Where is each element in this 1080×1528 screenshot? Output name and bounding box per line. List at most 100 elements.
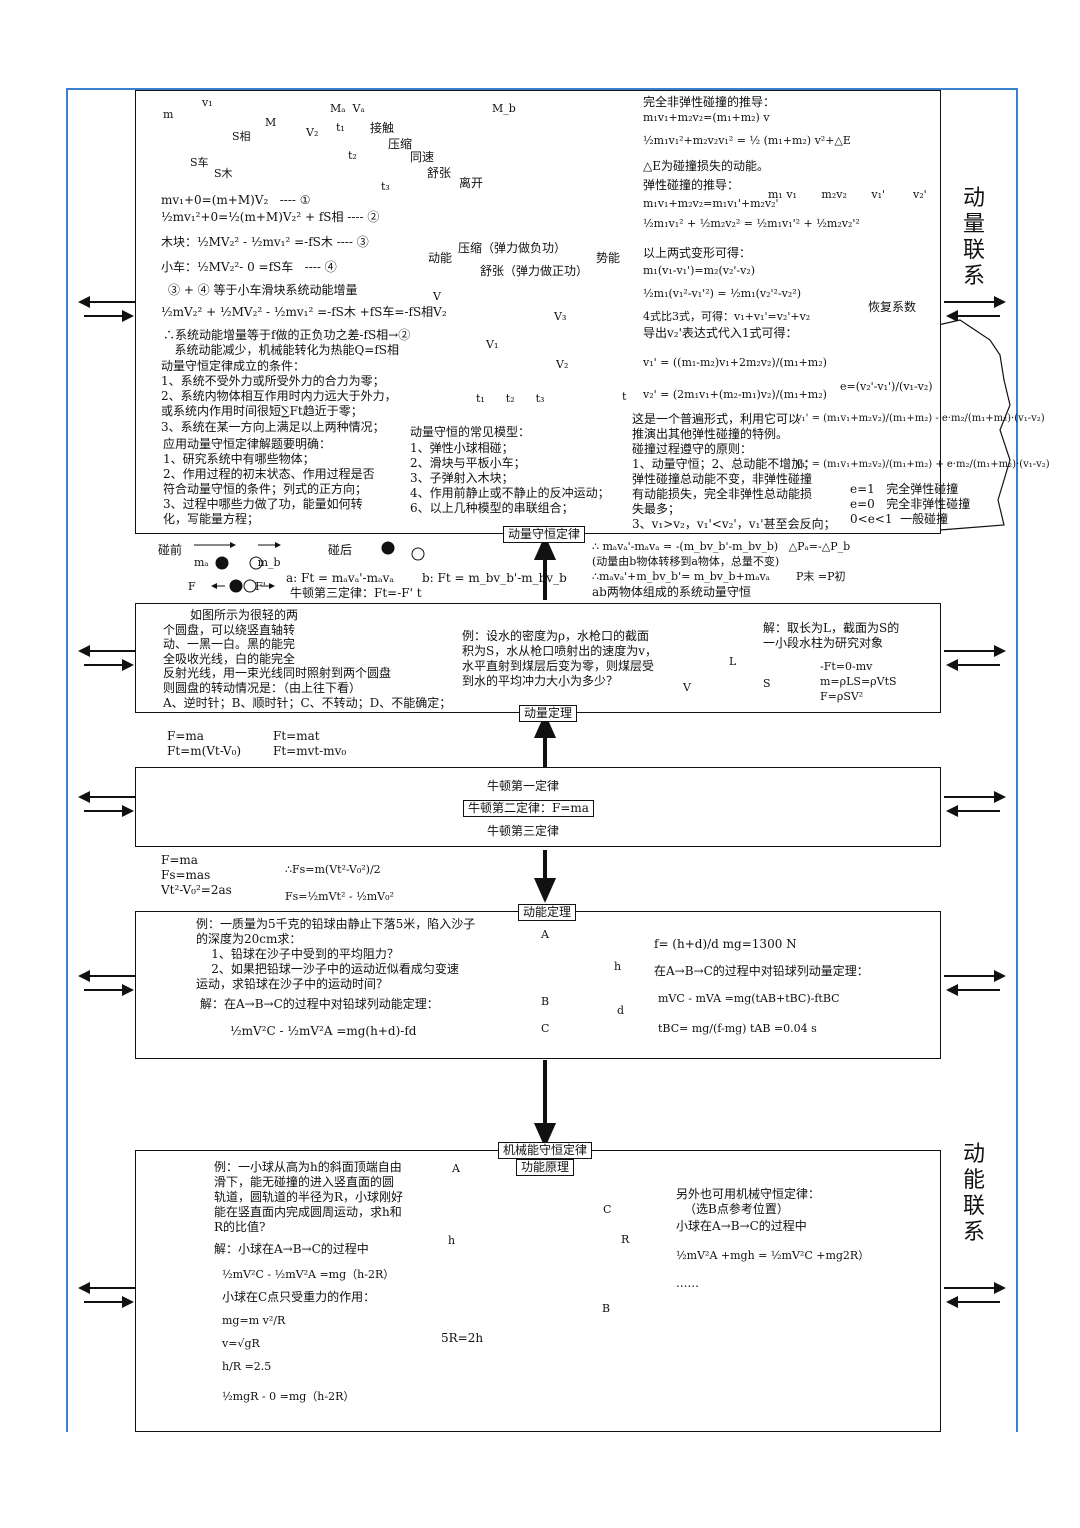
mech-q-4: 能在竖直面内完成圆周运动，求h和	[214, 1205, 402, 1219]
spring-ma: Mₐ Vₐ	[330, 102, 365, 115]
e-case-1: e=1 完全弹性碰撞	[850, 482, 959, 496]
mech-sol-7: ½mgR - 0 =mg（h-2R）	[222, 1390, 355, 1403]
spring-t2: t₂	[348, 149, 357, 162]
car-eq-1: mv₁+0=(m+M)V₂ ---- ①	[161, 193, 311, 207]
kin-link-left-1: F=ma	[161, 853, 198, 867]
kin-link-left-3: Vt²-V₀²=2as	[161, 883, 232, 897]
newton-link-right-1: Ft=mat	[273, 729, 320, 743]
model-1: 1、弹性小球相碰；	[410, 441, 514, 455]
water-a-1: 解：取长为L，截面为S的	[763, 621, 900, 635]
collision-a-eq: a: Ft = mₐvₐ'-mₐvₐ	[286, 571, 395, 585]
central-flow-arrows	[533, 535, 557, 1148]
newton-link-left-2: Ft=m(Vt-V₀)	[167, 744, 242, 758]
loop-R: R	[621, 1233, 630, 1246]
collision-after: 碰后	[328, 543, 353, 557]
spring-t3: t₃	[381, 180, 390, 193]
collision-labels: mₐ m_b	[194, 556, 281, 569]
tag-kinetic-theorem: 动能定理	[518, 904, 577, 921]
lead-d: d	[617, 1004, 625, 1017]
spring-step-1: 接触	[370, 121, 395, 135]
graph-t-ticks: t₁ t₂ t₃	[476, 392, 545, 405]
water-q-2: 积为S，水从枪口喷射出的速度为v，	[462, 644, 658, 658]
cyl-S: S	[763, 677, 771, 690]
disk-6: 则圆盘的转动情况是：（由上往下看）	[163, 681, 362, 695]
water-eq-1: -Ft=0-mv	[820, 660, 873, 673]
graph-v1: V₁	[486, 338, 499, 351]
torn-edge	[937, 319, 1011, 531]
tag-newton-second: 牛顿第二定律：F=ma	[463, 800, 594, 817]
momentum-theorem-box	[135, 603, 941, 713]
disk-3: 动、一黑一白。黑的能完	[163, 637, 296, 651]
apply-5: 化，写能量方程；	[163, 512, 260, 526]
v1p-e-plus: v₁' = (m₁v₁+m₂v₂)/(m₁+m₂) + e·m₂/(m₁+m₂)…	[796, 459, 1050, 470]
apply-1: 1、研究系统中有哪些物体；	[163, 452, 315, 466]
water-eq-2: m=ρLS=ρVtS	[820, 675, 897, 688]
lead-f-eq: f= (h+d)/d mg=1300 N	[654, 937, 797, 951]
newton-first: 牛顿第一定律	[487, 779, 560, 793]
elastic-eq2: ½m₁v₁² + ½m₂v₂² = ½m₁v₁'² + ½m₂v₂'²	[643, 217, 860, 230]
mech-result: 5R=2h	[441, 1331, 484, 1345]
side-arrows-right	[944, 296, 1006, 1308]
principle-1: 1、动量守恒；2、总动能不增加；	[632, 457, 816, 471]
loop-B: B	[602, 1302, 611, 1315]
elastic-sub: 导出v₂'表达式代入1式可得：	[643, 326, 798, 340]
model-5: 6、以上几种模型的串联组合；	[410, 501, 574, 515]
label-s-rel: S相	[232, 130, 251, 143]
general-2: 推演出其他弹性碰撞的特例。	[632, 427, 789, 441]
mech-sol-6: h/R =2.5	[222, 1360, 272, 1373]
water-q-4: 到水的平均冲力大小为多少？	[462, 674, 619, 688]
elastic-eq4: ½m₁(v₁²-v₁'²) = ½m₁(v₂'²-v₂²)	[643, 287, 801, 300]
lead-q-2: 的深度为20cm求：	[196, 932, 302, 946]
elastic-ratio: 4式比3式，可得：v₁+v₁'=v₂'+v₂	[643, 310, 811, 323]
e-definition: e=(v₂'-v₁')/(v₁-v₂)	[840, 380, 933, 393]
lead-eq: ½mV²C - ½mV²A =mg(h+d)-fd	[230, 1024, 417, 1038]
newton-link-left-1: F=ma	[167, 729, 204, 743]
principle-3: 有动能损失，完全非弹性总动能损	[632, 487, 813, 501]
elastic-deform: 以上两式变形可得：	[643, 246, 752, 260]
elastic-balls-label: m₁ v₁ m₂v₂ v₁' v₂'	[768, 188, 927, 201]
collision-balls	[194, 541, 425, 593]
water-q-3: 水平直射到煤层后变为零，则煤层受	[462, 659, 655, 673]
side-title-momentum: 动量联系	[962, 186, 985, 289]
cond-1: 1、系统不受外力或所受外力的合力为零；	[161, 374, 385, 388]
loss-line-2: 系统动能减少，机械能转化为热能Q=fS相	[163, 343, 399, 357]
newton-third: 牛顿第三定律	[487, 824, 560, 838]
car-eq-3: 木块：½MV₂² - ½mv₁² =-fS木 ---- ③	[161, 235, 369, 249]
e-case-2: e=0 完全非弹性碰撞	[850, 497, 971, 511]
principle-2: 弹性碰撞总动能不变，非弹性碰撞	[632, 472, 813, 486]
water-q-1: 例：设水的密度为ρ，水枪口的截面	[462, 629, 650, 643]
collision-F: F F'	[188, 580, 266, 593]
inelastic-note: △E为碰撞损失的动能。	[643, 159, 769, 173]
lead-mom-note: 在A→B→C的过程中对铅球列动量定理：	[654, 964, 869, 978]
water-a-2: 一小段水柱为研究对象	[763, 636, 884, 650]
cond-2: 2、系统内物体相互作用时内力远大于外力，	[161, 389, 397, 403]
mech-alt-1: 另外也可用机械守恒定律：	[676, 1187, 821, 1201]
lead-B: B	[541, 995, 550, 1008]
page-frame	[66, 88, 1018, 1432]
collision-b-eq: b: Ft = m_bv_b'-m_bv_b	[422, 571, 567, 585]
kin-link-right-2: Fs=½mVt² - ½mV₀²	[285, 890, 394, 903]
newton-link-right-2: Ft=mvt-mv₀	[273, 744, 347, 758]
spring-step-3: 同速	[410, 150, 435, 164]
momentum-sum: ∴mₐvₐ'+m_bv_b'= m_bv_b+mₐvₐ	[592, 570, 770, 583]
label-v1: v₁	[202, 96, 213, 109]
graph-v: V	[433, 290, 441, 303]
label-s-block: S木	[214, 167, 233, 180]
label-s-car: S车	[190, 156, 209, 169]
principle-4: 失最多；	[632, 502, 681, 516]
tag-momentum-conservation: 动量守恒定律	[503, 526, 586, 543]
lead-A: A	[541, 928, 549, 941]
mechanical-energy-box	[135, 1150, 941, 1432]
transfer-note: (动量由b物体转移到a物体，总量不变)	[592, 555, 780, 568]
spring-t1: t₁	[336, 121, 345, 134]
models-title: 动量守恒的常见模型：	[410, 425, 531, 439]
elastic-eq3: m₁(v₁-v₁')=m₂(v₂'-v₂)	[643, 264, 756, 277]
loop-h: h	[448, 1234, 456, 1247]
cond-4: 3、系统在某一方向上满足以上两种情况；	[161, 420, 385, 434]
tag-work-energy: 功能原理	[516, 1159, 575, 1176]
model-2: 2、滑块与平板小车；	[410, 456, 526, 470]
v2-prime: v₂' = (2m₁v₁+(m₂-m₁)v₂)/(m₁+m₂)	[643, 388, 827, 401]
elastic-title: 弹性碰撞的推导：	[643, 178, 740, 192]
cond-3: 或系统内作用时间很短∑Ft趋近于零；	[161, 404, 363, 418]
energy-right: 势能	[596, 251, 621, 265]
